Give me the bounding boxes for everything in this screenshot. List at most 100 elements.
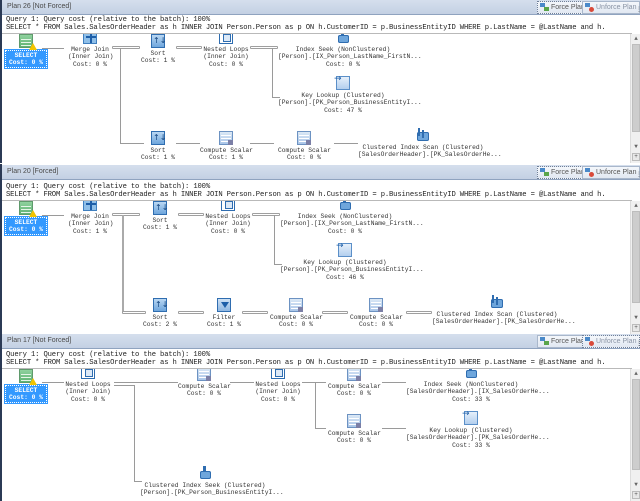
connector [178,311,204,314]
resize-grip-icon[interactable]: ⋮ [636,7,640,13]
nested-loops-node[interactable]: Nested Loops (Inner Join) Cost: 0 % [202,34,250,68]
select-node[interactable]: SELECT Cost: 0 % [3,201,49,236]
select-icon [19,201,37,217]
connector [334,143,358,144]
compute-scalar-node[interactable]: Compute Scalar Cost: 1 % [200,131,253,162]
unforce-plan-button[interactable]: Unforce Plan [582,166,640,179]
key-lookup-node[interactable]: Key Lookup (Clustered) [Person].[PK_Pers… [278,76,422,114]
compute-scalar-icon [289,298,303,312]
vertical-scrollbar[interactable]: ▲ ▼ + [630,369,640,501]
select-label: SELECT Cost: 0 % [3,384,49,404]
plan-panel-17: Plan 17 [Not Forced] Force Plan Unforce … [0,334,640,501]
index-seek-node[interactable]: Index Seek (NonClustered) [Person].[IX_P… [278,34,422,68]
vertical-scrollbar[interactable]: ▲ ▼ + [630,201,640,334]
unforce-plan-icon [585,3,594,12]
connector [274,215,275,264]
force-plan-button[interactable]: Force Plan [537,166,589,179]
scroll-down-icon[interactable]: ▼ [634,481,638,488]
clustered-index-scan-node[interactable]: Clustered Index Scan (Clustered) [SalesO… [358,128,502,159]
scroll-thumb[interactable] [632,44,640,132]
connector [134,385,135,481]
unforce-plan-button[interactable]: Unforce Plan [582,335,640,348]
index-seek-node[interactable]: Index Seek (NonClustered) [SalesOrderHea… [406,369,550,403]
unforce-plan-label: Unforce Plan [596,3,637,11]
unforce-plan-button[interactable]: Unforce Plan [582,1,640,14]
index-seek-icon [338,201,352,211]
index-seek-node[interactable]: Index Seek (NonClustered) [Person].[IX_P… [280,201,424,235]
connector [382,428,406,429]
execution-plan-diagram[interactable]: SELECT Cost: 0 % Merge Join (Inner Join)… [2,201,632,334]
merge-join-node[interactable]: Merge Join (Inner Join) Cost: 1 % [68,201,113,235]
sort-node[interactable]: Sort Cost: 1 % [140,34,176,65]
resize-grip-icon[interactable]: ⋮ [636,341,640,347]
scroll-thumb[interactable] [632,379,640,470]
key-lookup-icon [462,411,478,425]
compute-scalar-node[interactable]: Compute Scalar Cost: 0 % [278,131,331,162]
vertical-scrollbar[interactable]: ▲ ▼ + [630,34,640,163]
scroll-down-icon[interactable]: ▼ [634,314,638,321]
nested-loops-icon [81,369,95,379]
plan-title: Plan 26 [Not Forced] [7,3,72,10]
zoom-corner-icon[interactable]: + [632,324,640,332]
connector [406,311,432,314]
select-node[interactable]: SELECT Cost: 0 % [3,34,49,69]
select-label: SELECT Cost: 0 % [3,49,49,69]
connector [252,213,280,216]
compute-scalar-node[interactable]: Compute Scalar Cost: 0 % [178,369,231,398]
scroll-down-icon[interactable]: ▼ [634,143,638,150]
compute-scalar-icon [347,369,361,381]
sort-node[interactable]: Sort Cost: 1 % [140,131,176,162]
connector [274,264,282,265]
warning-icon [29,43,37,50]
execution-plan-diagram[interactable]: SELECT Cost: 0 % Merge Join (Inner Join)… [2,34,632,163]
select-icon [19,369,37,385]
select-node[interactable]: SELECT Cost: 0 % [3,369,49,404]
compute-scalar-icon [197,369,211,381]
sort-node[interactable]: Sort Cost: 1 % [142,201,178,232]
clustered-index-seek-node[interactable]: Clustered Index Seek (Clustered) [Person… [140,466,284,497]
connector [302,382,326,383]
plan-header: Plan 20 [Forced] Force Plan Unforce Plan… [2,165,640,180]
compute-scalar-node[interactable]: Compute Scalar Cost: 0 % [328,414,381,445]
key-lookup-node[interactable]: Key Lookup (Clustered) [Person].[PK_Pers… [280,243,424,281]
connector [178,213,204,216]
force-plan-label: Force Plan [551,337,585,345]
nested-loops-node[interactable]: Nested Loops (Inner Join) Cost: 0 % [204,201,252,235]
resize-grip-icon[interactable]: ⋮ [636,172,640,178]
nested-loops-icon [271,369,285,379]
nested-loops-node[interactable]: Nested Loops (Inner Join) Cost: 0 % [254,369,302,403]
zoom-corner-icon[interactable]: + [632,491,640,499]
compute-scalar-node[interactable]: Compute Scalar Cost: 0 % [270,298,323,329]
scroll-thumb[interactable] [632,211,640,303]
plan-title: Plan 17 [Not Forced] [7,337,72,344]
index-seek-icon [464,369,478,379]
nested-loops-node[interactable]: Nested Loops (Inner Join) Cost: 0 % [64,369,112,403]
sort-icon [151,34,166,48]
connector [242,311,268,314]
merge-join-node[interactable]: Merge Join (Inner Join) Cost: 0 % [68,34,113,68]
nested-loops-icon [221,201,235,211]
sort-node[interactable]: Sort Cost: 2 % [142,298,178,329]
merge-join-icon [83,201,97,211]
connector [250,46,278,49]
compute-scalar-node[interactable]: Compute Scalar Cost: 0 % [350,298,403,329]
scroll-up-icon[interactable]: ▲ [634,35,638,42]
key-lookup-node[interactable]: Key Lookup (Clustered) [SalesOrderHeader… [406,411,550,449]
connector [272,48,273,97]
compute-scalar-icon [219,131,233,145]
zoom-corner-icon[interactable]: + [632,153,640,161]
query-sql-text: SELECT * FROM Sales.SalesOrderHeader as … [6,359,606,367]
scroll-up-icon[interactable]: ▲ [634,370,638,377]
connector [176,46,202,49]
execution-plan-diagram[interactable]: SELECT Cost: 0 % Nested Loops (Inner Joi… [2,369,632,501]
connector [122,215,124,312]
compute-scalar-node[interactable]: Compute Scalar Cost: 0 % [328,369,381,398]
filter-node[interactable]: Filter Cost: 1 % [206,298,242,329]
clustered-index-scan-node[interactable]: Clustered Index Scan (Clustered) [SalesO… [432,295,576,326]
connector [112,213,140,216]
connector [230,382,254,383]
force-plan-label: Force Plan [551,168,585,176]
scroll-up-icon[interactable]: ▲ [634,202,638,209]
filter-icon [217,298,231,312]
query-cost-text: Query 1: Query cost (relative to the bat… [6,183,210,191]
